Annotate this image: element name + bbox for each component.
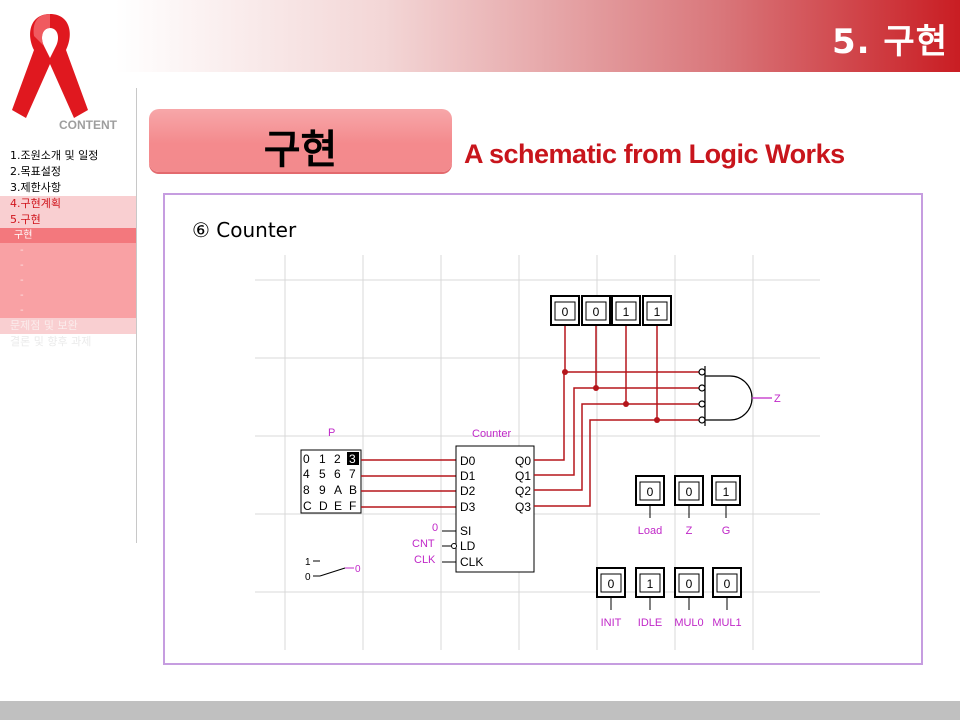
keypad-keys: 0 1 2 3 4 5 6 7 8 9 A B C D E F: [303, 452, 359, 513]
counter-pins: D0 D1 D2 D3 SI LD CLK Q0 Q1 Q2 Q3: [460, 454, 531, 569]
probe-label: Load: [638, 525, 662, 537]
pin-label: SI: [460, 524, 471, 538]
probe-label: INIT: [601, 617, 622, 629]
control-pins: [442, 530, 457, 563]
nav-item-plan[interactable]: 4.구현계획: [0, 196, 136, 212]
schematic-panel: [163, 193, 923, 665]
binary-switch: 1 0 0: [305, 557, 361, 583]
data-wires: [361, 459, 456, 508]
pin-label: D1: [460, 469, 476, 483]
key: 8: [303, 483, 310, 497]
nav-item-conclusion[interactable]: 결론 및 향후 과제: [10, 335, 92, 348]
key: D: [319, 499, 328, 513]
key: 5: [319, 467, 326, 481]
page-title: 구현: [263, 127, 338, 173]
clk-label: CLK: [414, 554, 436, 566]
cnt-label: CNT: [412, 538, 435, 550]
probe-value: 0: [724, 577, 731, 591]
nav-item-team[interactable]: 1.조원소개 및 일정: [10, 149, 99, 162]
section-heading: ⑥ Counter: [192, 218, 297, 242]
key: 6: [334, 467, 341, 481]
counter-block: [455, 445, 535, 573]
nav-item-implementation[interactable]: 5.구현: [0, 212, 136, 228]
key: F: [349, 499, 356, 513]
si-const-label: 0: [432, 522, 438, 534]
probe-label: MUL0: [674, 617, 703, 629]
probes-row2: 0 INIT 1 IDLE 0 MUL0 0 MUL1: [596, 567, 742, 629]
nav-item-issues[interactable]: 문제점 및 보완: [0, 318, 136, 334]
and-gate: [698, 366, 772, 426]
pin-label: CLK: [460, 555, 483, 569]
key: C: [303, 499, 312, 513]
key: 3: [349, 452, 356, 466]
keypad-label: P: [328, 427, 335, 439]
key: 0: [303, 452, 310, 466]
display-digit: 1: [654, 305, 661, 319]
nav-item-goals[interactable]: 2.목표설정: [10, 165, 61, 178]
probes-row1: 0 Load 0 Z 1 G: [635, 475, 741, 537]
probe-label: MUL1: [712, 617, 741, 629]
probe-value: 0: [608, 577, 615, 591]
nav-subitem-implementation[interactable]: 구현: [0, 228, 136, 243]
nav-item-constraints[interactable]: 3.제한사항: [10, 181, 61, 194]
key: B: [349, 483, 357, 497]
pin-label: D0: [460, 454, 476, 468]
key: 4: [303, 467, 310, 481]
footer-bar: [0, 701, 960, 720]
switch-lo: 0: [305, 572, 311, 583]
section-title: 5. 구현: [832, 22, 948, 62]
key: 2: [334, 452, 341, 466]
key: A: [334, 483, 342, 497]
pin-label: D3: [460, 500, 476, 514]
probe-value: 0: [647, 485, 654, 499]
switch-out: 0: [355, 564, 361, 575]
pin-label: Q2: [515, 484, 531, 498]
nav-subitem[interactable]: -: [0, 243, 136, 258]
key: 9: [319, 483, 326, 497]
counter-schematic: P 0 1 2 3 4 5 6 7 8 9 A B C D E F Counte…: [255, 255, 820, 650]
page-subtitle: A schematic from Logic Works: [464, 139, 845, 169]
switch-hi: 1: [305, 557, 311, 568]
pin-label: Q3: [515, 500, 531, 514]
nav-subitem[interactable]: -: [0, 303, 136, 318]
probe-value: 1: [723, 485, 730, 499]
display-digit: 1: [623, 305, 630, 319]
title-box: 구현: [149, 109, 452, 173]
display-digit: 0: [562, 305, 569, 319]
key: E: [334, 499, 342, 513]
top-displays: 0 0 1 1: [550, 295, 672, 326]
probe-value: 1: [647, 577, 654, 591]
key-selected: [347, 452, 359, 465]
nav-subitem[interactable]: -: [0, 273, 136, 288]
key: 1: [319, 452, 326, 466]
nav-subitem[interactable]: -: [0, 288, 136, 303]
header-bar: [0, 0, 960, 72]
display-digit: 0: [593, 305, 600, 319]
and-output-label: Z: [774, 393, 781, 405]
pin-label: Q0: [515, 454, 531, 468]
probe-label: Z: [686, 525, 693, 537]
probe-label: G: [722, 525, 731, 537]
sidebar-divider: [136, 88, 137, 543]
junction-dots: [562, 369, 660, 423]
output-wires: [534, 325, 700, 507]
key: 7: [349, 467, 356, 481]
control-labels: 0 CNT CLK: [412, 522, 438, 566]
nav-subitem[interactable]: -: [0, 258, 136, 273]
counter-label: Counter: [472, 428, 511, 440]
probe-label: IDLE: [638, 617, 662, 629]
pin-label: D2: [460, 484, 476, 498]
probe-value: 0: [686, 577, 693, 591]
content-label: CONTENT: [59, 118, 117, 132]
pin-label: LD: [460, 539, 476, 553]
red-ribbon-logo: [12, 14, 88, 118]
pin-label: Q1: [515, 469, 531, 483]
sidebar-nav: 1.조원소개 및 일정 2.목표설정 3.제한사항 4.구현계획 5.구현 구현…: [0, 148, 136, 350]
probe-value: 0: [686, 485, 693, 499]
